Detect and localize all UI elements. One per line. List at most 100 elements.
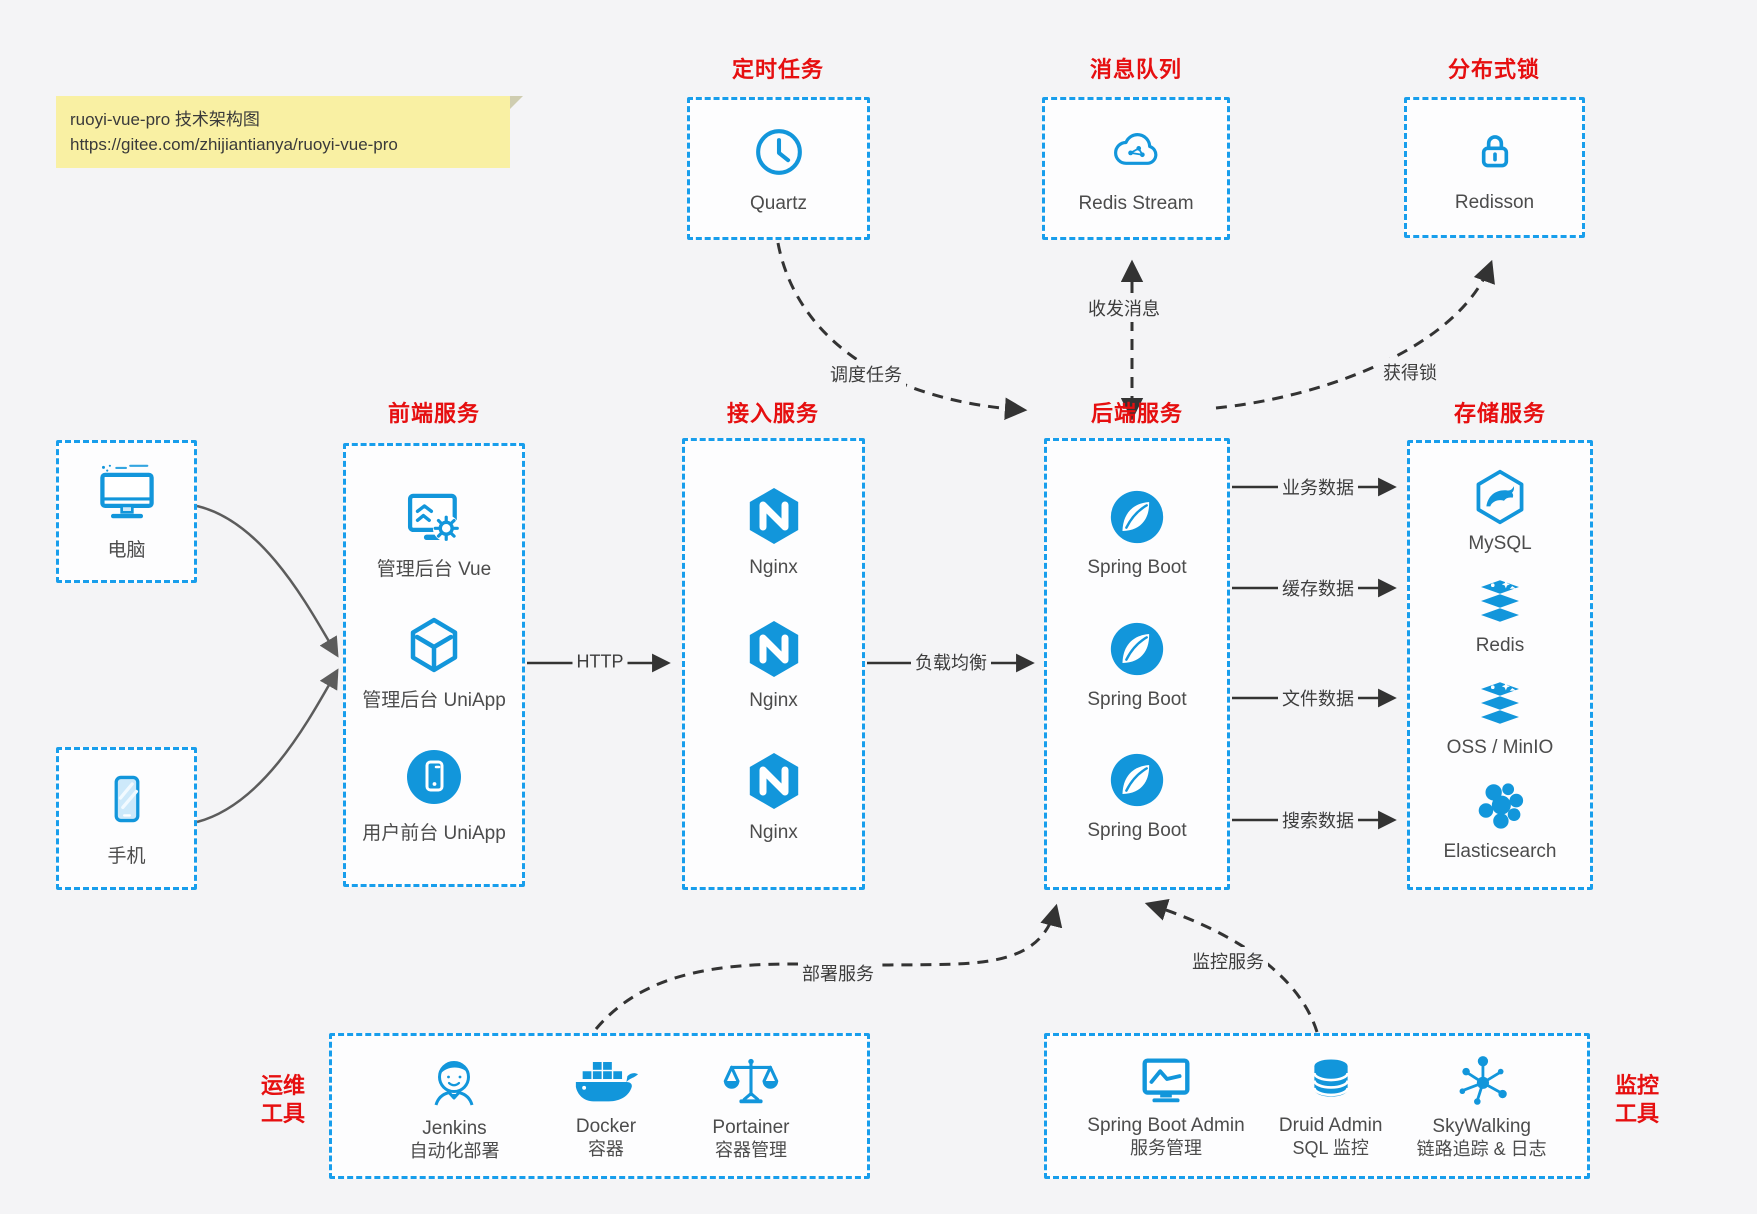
ops-tools-box: Jenkins 自动化部署 Docker 容器 [329, 1033, 870, 1179]
jenkins-icon [435, 1061, 474, 1106]
nginx-icon [749, 488, 798, 545]
monitoring-item-skywalking: SkyWalking 链路追踪 & 日志 [1417, 1051, 1547, 1161]
clock-icon [755, 128, 802, 175]
network-hub-icon [1459, 1056, 1507, 1105]
redisson-box: Redisson [1404, 97, 1585, 238]
edge-lock-arrow [1215, 259, 1495, 410]
backend-item-label: Spring Boot [1087, 556, 1187, 578]
gateway-item-label: Nginx [749, 821, 798, 843]
gateway-item-nginx: Nginx [742, 484, 806, 579]
note-url: https://gitee.com/zhijiantianya/ruoyi-vu… [70, 135, 398, 154]
backend-box: Spring Boot Spring Boot Spring Boot [1044, 438, 1230, 890]
edge-label-deploy: 部署服务 [798, 959, 878, 987]
backend-item-springboot: Spring Boot [1087, 486, 1187, 579]
phone-icon [114, 775, 139, 823]
spring-boot-icon [1110, 490, 1164, 543]
object-storage-stack-icon [1481, 682, 1519, 724]
storage-item-label: Redis [1475, 635, 1525, 656]
backend-item-springboot: Spring Boot [1087, 618, 1187, 711]
gateway-box: Nginx Nginx Nginx [682, 438, 865, 890]
monitoring-item-desc: SQL 监控 [1292, 1138, 1369, 1158]
edge-label-business-data: 业务数据 [1278, 473, 1358, 501]
monitoring-item-desc: 链路追踪 & 日志 [1416, 1139, 1547, 1159]
storage-box: MySQL Redis [1407, 440, 1593, 890]
elasticsearch-icon [1478, 783, 1524, 829]
computer-box: 电脑 [56, 440, 197, 583]
frontend-item-admin-vue: 管理后台 Vue [377, 485, 491, 581]
admin-panel-icon [407, 493, 460, 542]
backend-item-label: Spring Boot [1087, 820, 1187, 842]
edge-label-monitor: 监控服务 [1188, 947, 1268, 975]
monitoring-item-druid: Druid Admin SQL 监控 [1278, 1052, 1383, 1160]
storage-item-label: MySQL [1468, 533, 1532, 554]
monitoring-side-title: 监控 工具 [1602, 1072, 1672, 1128]
monitoring-item-desc: 服务管理 [1129, 1138, 1202, 1158]
monitor-chart-icon [1142, 1058, 1190, 1103]
uniapp-cube-icon [410, 617, 458, 673]
title-message-queue: 消息队列 [1089, 57, 1182, 82]
monitoring-side-line1: 监控 [1614, 1073, 1659, 1098]
desktop-icon [99, 464, 154, 519]
title-storage: 存储服务 [1453, 401, 1546, 426]
ops-item-name: Docker [575, 1116, 637, 1137]
edge-label-search-data: 搜索数据 [1278, 806, 1358, 834]
quartz-box: Quartz [687, 97, 870, 240]
frontend-item-label: 用户前台 UniApp [362, 823, 506, 844]
quartz-label: Quartz [749, 192, 808, 214]
ops-item-name: Portainer [712, 1117, 790, 1138]
cloud-network-icon [1114, 132, 1158, 165]
frontend-item-label: 管理后台 Vue [376, 559, 492, 580]
ops-item-desc: 自动化部署 [409, 1141, 500, 1161]
ops-item-name: Jenkins [422, 1118, 487, 1139]
frontend-box: 管理后台 Vue 管理后台 UniApp 用户前台 UniApp [343, 443, 525, 887]
ops-side-line2: 工具 [260, 1101, 305, 1126]
backend-item-label: Spring Boot [1087, 688, 1187, 710]
redis-stream-label: Redis Stream [1078, 192, 1194, 214]
docker-icon [575, 1062, 639, 1102]
monitoring-side-line2: 工具 [1614, 1101, 1659, 1126]
ops-side-title: 运维 工具 [248, 1072, 318, 1128]
nginx-icon [749, 752, 798, 809]
gateway-item-nginx: Nginx [742, 617, 806, 712]
mobile-app-circle-icon [406, 750, 461, 804]
ops-item-portainer: Portainer 容器管理 [712, 1050, 790, 1162]
redisson-label: Redisson [1454, 191, 1535, 213]
note-title: ruoyi-vue-pro 技术架构图 [70, 110, 260, 129]
monitoring-item-name: Druid Admin [1278, 1115, 1383, 1136]
phone-label: 手机 [107, 846, 146, 867]
mysql-icon [1476, 469, 1524, 525]
title-distributed-lock: 分布式锁 [1447, 57, 1540, 82]
sticky-note: ruoyi-vue-pro 技术架构图 https://gitee.com/zh… [56, 96, 523, 168]
edge-label-lock: 获得锁 [1379, 358, 1441, 386]
note-fold-corner [510, 96, 523, 109]
title-gateway: 接入服务 [726, 401, 819, 426]
edge-label-http: HTTP [572, 650, 628, 674]
phone-box: 手机 [56, 747, 197, 890]
backend-item-springboot: Spring Boot [1087, 749, 1187, 842]
storage-item-elasticsearch: Elasticsearch [1444, 777, 1557, 863]
scales-icon [723, 1058, 779, 1104]
database-icon [1312, 1059, 1349, 1097]
storage-item-label: OSS / MinIO [1446, 737, 1554, 758]
ops-item-desc: 容器 [587, 1139, 624, 1159]
edge-label-schedule: 调度任务 [826, 360, 906, 388]
ops-item-jenkins: Jenkins 自动化部署 [409, 1049, 499, 1163]
edge-phone-to-frontend [196, 668, 339, 824]
storage-item-oss-minio: OSS / MinIO [1446, 675, 1554, 759]
frontend-item-user-uniapp: 用户前台 UniApp [362, 745, 506, 845]
gateway-item-nginx: Nginx [742, 749, 806, 844]
monitoring-item-name: Spring Boot Admin [1087, 1115, 1245, 1136]
monitoring-tools-box: Spring Boot Admin 服务管理 Druid Admin SQL 监… [1044, 1033, 1590, 1179]
gateway-item-label: Nginx [749, 557, 798, 579]
storage-item-mysql: MySQL [1468, 467, 1532, 555]
spring-boot-icon [1110, 754, 1164, 807]
frontend-item-label: 管理后台 UniApp [362, 690, 506, 711]
nginx-icon [749, 620, 798, 677]
lock-icon [1481, 134, 1508, 167]
title-scheduled-tasks: 定时任务 [731, 57, 824, 82]
title-backend: 后端服务 [1090, 401, 1183, 426]
monitoring-item-name: SkyWalking [1432, 1116, 1531, 1137]
computer-label: 电脑 [107, 540, 146, 561]
title-frontend: 前端服务 [387, 401, 480, 426]
